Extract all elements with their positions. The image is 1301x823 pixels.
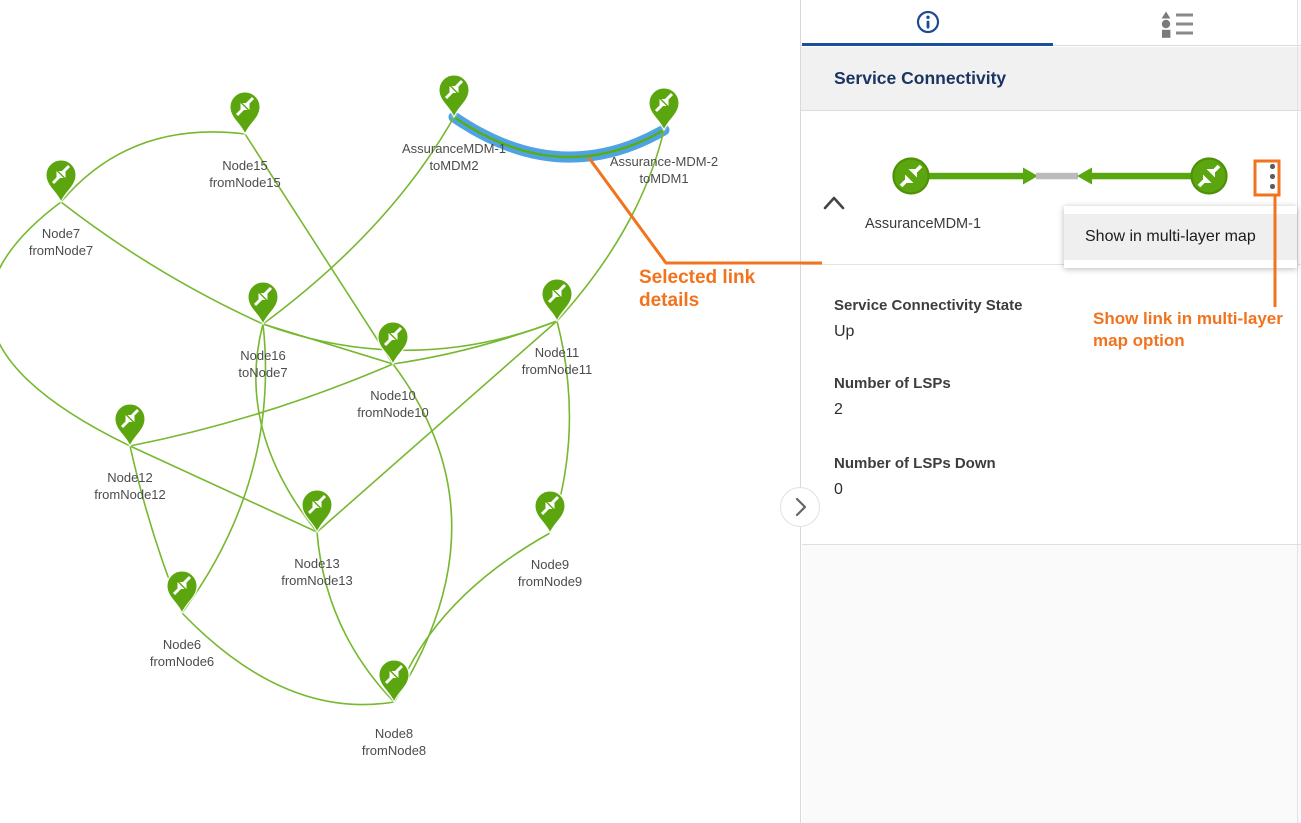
- link-name-label: AssuranceMDM-1: [865, 216, 982, 232]
- topology-link[interactable]: [392, 320, 558, 365]
- kebab-dot: [1270, 174, 1275, 179]
- scrollbar-track[interactable]: [1297, 0, 1298, 823]
- topology-link[interactable]: [453, 116, 665, 159]
- topology-link[interactable]: [0, 201, 131, 447]
- topology-link[interactable]: [255, 323, 318, 533]
- map-node-node7[interactable]: [44, 159, 78, 204]
- map-node-mdm2[interactable]: [647, 87, 681, 132]
- topology-link[interactable]: [129, 363, 394, 447]
- topology-link[interactable]: [316, 320, 558, 533]
- menu-item-show-in-multilayer-map[interactable]: Show in multi-layer map: [1064, 214, 1297, 260]
- map-node-mdm1[interactable]: [437, 74, 471, 119]
- details-panel: Service Connectivity: [800, 0, 1301, 823]
- field-label: Service Connectivity State: [834, 297, 1023, 314]
- map-node-node11[interactable]: [540, 278, 574, 323]
- panel-empty-area: [802, 545, 1301, 823]
- topology-edges[interactable]: [0, 0, 805, 823]
- topology-link[interactable]: [244, 133, 394, 365]
- topology-link[interactable]: [60, 131, 246, 203]
- topology-link[interactable]: [181, 612, 395, 706]
- link-visualization[interactable]: [881, 146, 1231, 208]
- tab-legend[interactable]: [1053, 0, 1301, 46]
- divider: [802, 264, 1301, 265]
- map-node-node6[interactable]: [165, 570, 199, 615]
- field-value: Up: [834, 323, 855, 340]
- panel-title: Service Connectivity: [834, 68, 1007, 88]
- field-number-of-lsps: Number of LSPs 2: [834, 375, 1214, 419]
- collapse-section-button[interactable]: [821, 193, 847, 215]
- endpoint-node-icon-right: [1190, 157, 1228, 195]
- topology-link[interactable]: [129, 445, 318, 533]
- field-label: Number of LSPs: [834, 375, 951, 392]
- topology-link[interactable]: [316, 531, 395, 703]
- map-node-node10[interactable]: [376, 321, 410, 366]
- topology-link[interactable]: [392, 363, 453, 703]
- map-node-node8[interactable]: [377, 659, 411, 704]
- panel-tab-bar: [801, 0, 1301, 46]
- endpoint-node-icon-left: [892, 157, 930, 195]
- chevron-right-icon: [795, 497, 807, 517]
- map-node-node9[interactable]: [533, 490, 567, 535]
- tab-info[interactable]: [801, 0, 1053, 46]
- link-diagram: [892, 157, 1228, 195]
- field-label: Number of LSPs Down: [834, 455, 996, 472]
- topology-link[interactable]: [262, 116, 455, 325]
- field-value: 2: [834, 401, 843, 418]
- divider: [802, 544, 1301, 545]
- panel-collapse-button[interactable]: [780, 487, 820, 527]
- chevron-up-icon: [823, 196, 845, 210]
- context-menu: Show in multi-layer map: [1064, 206, 1297, 268]
- field-number-of-lsps-down: Number of LSPs Down 0: [834, 455, 1214, 499]
- panel-header: Service Connectivity: [801, 47, 1301, 111]
- kebab-menu-button[interactable]: [1261, 158, 1283, 198]
- active-tab-underline: [802, 43, 1053, 46]
- kebab-dot: [1270, 184, 1275, 189]
- field-value: 0: [834, 481, 843, 498]
- field-service-connectivity-state: Service Connectivity State Up: [834, 297, 1214, 341]
- map-node-node15[interactable]: [228, 91, 262, 136]
- info-icon: [916, 10, 940, 34]
- topology-link[interactable]: [181, 323, 267, 614]
- map-node-node12[interactable]: [113, 403, 147, 448]
- map-node-node13[interactable]: [300, 489, 334, 534]
- topology-link[interactable]: [60, 201, 264, 325]
- map-node-node16[interactable]: [246, 281, 280, 326]
- kebab-dot: [1270, 164, 1275, 169]
- legend-icon: [1161, 11, 1193, 38]
